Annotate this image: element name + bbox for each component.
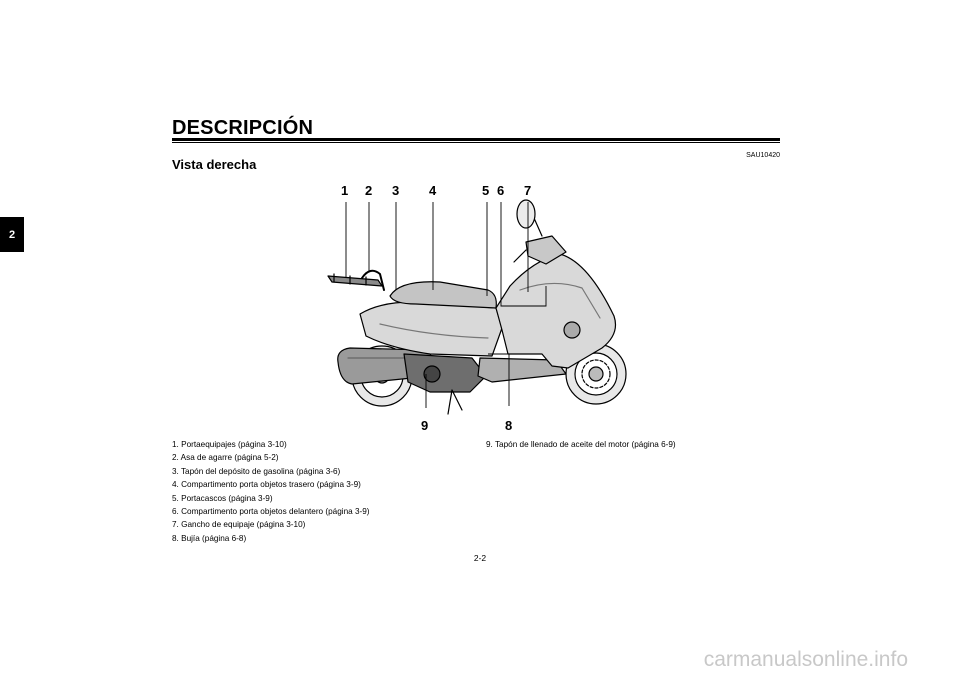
subtitle: Vista derecha — [172, 157, 257, 172]
callout-8: 8 — [505, 418, 512, 433]
luggage-carrier — [327, 275, 383, 287]
center-stand — [447, 389, 463, 415]
title-rule-thin — [172, 142, 780, 143]
legend-item: 8. Bujía (página 6-8) — [172, 533, 247, 543]
callout-6: 6 — [497, 183, 504, 198]
legend-item: 6. Compartimento porta objetos delantero… — [172, 507, 370, 517]
legend-item: 9. Tapón de llenado de aceite del motor … — [486, 440, 676, 449]
legend-item: 2. Asa de agarre (página 5-2) — [172, 453, 279, 463]
floorboard — [477, 357, 567, 383]
front-body — [495, 253, 617, 369]
callout-2: 2 — [365, 183, 372, 198]
grab-handle — [361, 269, 385, 291]
engine — [403, 353, 487, 393]
callout-7: 7 — [524, 183, 531, 198]
callout-4: 4 — [429, 183, 437, 198]
callout-5: 5 — [482, 183, 489, 198]
legend-item: 1. Portaequipajes (página 3-10) — [172, 440, 287, 449]
legend-list-right: 9. Tapón de llenado de aceite del motor … — [486, 438, 676, 451]
callout-1: 1 — [341, 183, 348, 198]
page-number: 2-2 — [473, 553, 487, 563]
watermark: carmanualsonline.info — [703, 648, 908, 671]
title-rule — [172, 138, 780, 141]
legend-list-left: 1. Portaequipajes (página 3-10) 2. Asa d… — [172, 438, 370, 545]
chapter-tab: 2 — [0, 217, 24, 252]
callout-3: 3 — [392, 183, 399, 198]
legend-item: 7. Gancho de equipaje (página 3-10) — [172, 520, 306, 530]
reference-code: SAU10420 — [746, 152, 780, 159]
callout-9: 9 — [421, 418, 428, 433]
legend-item: 4. Compartimento porta objetos trasero (… — [172, 480, 361, 490]
legend-item: 3. Tapón del depósito de gasolina (págin… — [172, 466, 341, 476]
seat — [389, 281, 497, 309]
scooter-illustration: 1 2 3 4 5 6 7 9 8 — [327, 183, 627, 433]
rear-cowl — [359, 301, 503, 357]
legend-item: 5. Portacascos (página 3-9) — [172, 493, 273, 503]
front-wheel — [565, 343, 627, 405]
section-title: DESCRIPCIÓN — [172, 117, 314, 139]
